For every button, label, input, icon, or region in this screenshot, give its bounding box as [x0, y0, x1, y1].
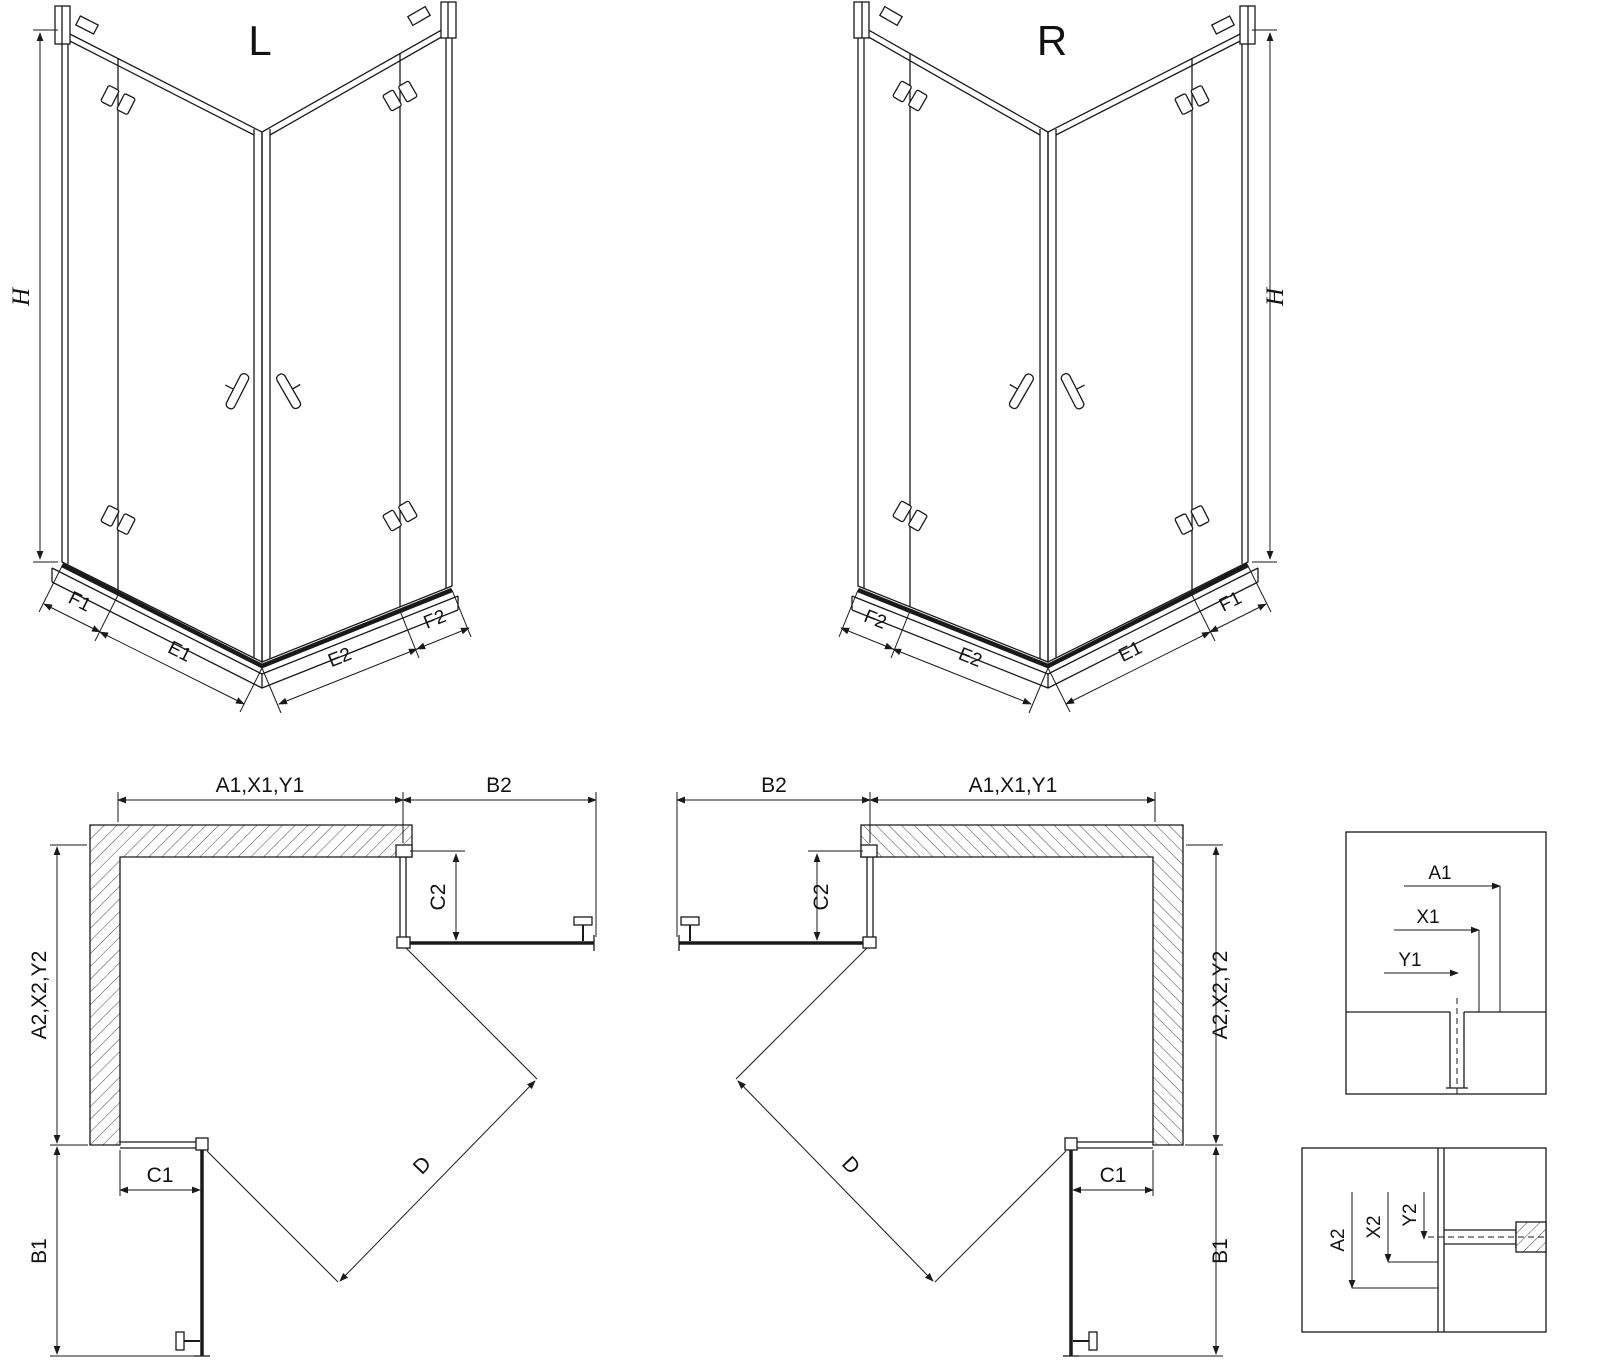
dim-label-e2-right: E2: [955, 644, 984, 672]
detail-top-label-x1: X1: [1416, 907, 1439, 928]
detail-bottom-label-y2: Y2: [1400, 1203, 1421, 1226]
detail-bottom-label-a2: A2: [1328, 1228, 1349, 1251]
iso-view-right: [839, 2, 1277, 713]
detail-top-label-y1: Y1: [1398, 950, 1421, 971]
iso-left-title: L: [248, 17, 271, 64]
dim-label-f1-right: F1: [1216, 588, 1245, 617]
dim-label-f1-left: F1: [65, 588, 94, 617]
iso-right-title: R: [1037, 17, 1067, 64]
plan-right-dim-b2: B2: [761, 774, 787, 797]
detail-bottom-leaders: [1348, 1192, 1438, 1289]
plan-left-dim-c1: C1: [147, 1164, 174, 1187]
plan-left-dim-c2: C2: [427, 884, 450, 911]
plan-right-dim-c1: C1: [1100, 1164, 1127, 1187]
plan-view-right: [677, 792, 1223, 1356]
detail-top-label-a1: A1: [1428, 863, 1451, 884]
plan-right-dim-b1: B1: [1209, 1238, 1232, 1264]
dim-label-f2-right: F2: [861, 606, 889, 634]
plan-right-dim-a1x1y1: A1,X1,Y1: [969, 774, 1058, 797]
plan-left-dim-b2: B2: [486, 774, 512, 797]
plan-right-dim-a2x2y2: A2,X2,Y2: [1209, 951, 1232, 1040]
dim-label-e1-right: E1: [1115, 637, 1145, 666]
plan-left-dim-a1x1y1: A1,X1,Y1: [216, 774, 305, 797]
plan-right-dim-c2: C2: [810, 884, 833, 911]
dim-label-e1-left: E1: [164, 637, 194, 666]
plan-left-dim-d: D: [409, 1152, 436, 1179]
detail-bottom-label-x2: X2: [1364, 1215, 1385, 1238]
detail-top-leaders: [1384, 882, 1501, 1012]
plan-right-dim-d: D: [837, 1152, 864, 1179]
dim-label-h-right: H: [1262, 286, 1289, 307]
dim-label-h-left: H: [8, 286, 35, 307]
dim-label-e2-left: E2: [325, 644, 354, 672]
plan-view-left: [50, 792, 596, 1356]
plan-left-dim-b1: B1: [28, 1238, 51, 1264]
detail-inset-top: [1345, 831, 1547, 1095]
plan-left-dim-a2x2y2: A2,X2,Y2: [28, 951, 51, 1040]
dim-label-f2-left: F2: [421, 606, 449, 634]
iso-view-left: [33, 2, 471, 713]
detail-inset-bottom: [1301, 1147, 1547, 1333]
